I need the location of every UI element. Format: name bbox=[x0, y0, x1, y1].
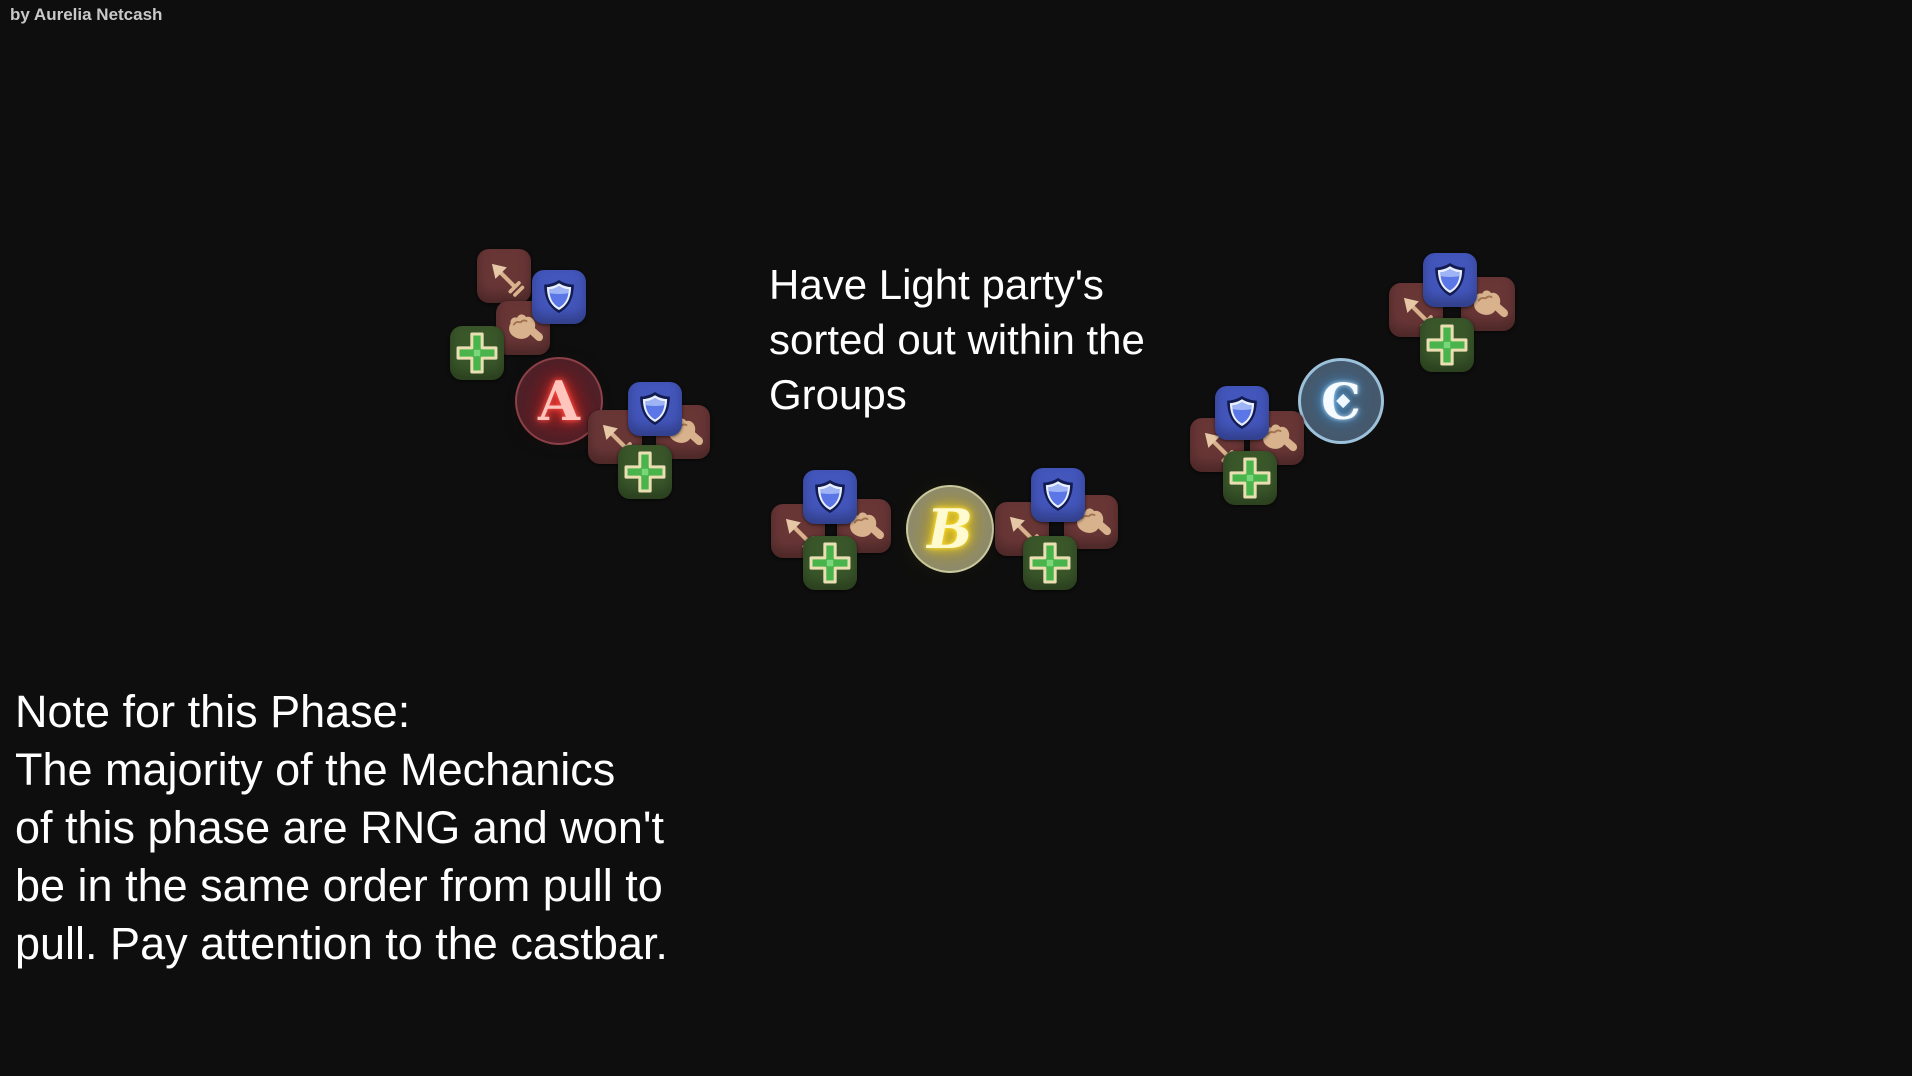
tank-icon bbox=[803, 470, 857, 524]
fist-glyph bbox=[850, 512, 885, 540]
cross-glyph bbox=[809, 542, 851, 584]
cross-glyph bbox=[624, 451, 666, 493]
phase-note-line: Note for this Phase: bbox=[15, 686, 411, 737]
waymark-letter: A bbox=[538, 369, 580, 433]
waymark-letter: B bbox=[927, 497, 973, 561]
shield-glyph bbox=[815, 479, 845, 513]
phase-note-line: be in the same order from pull to bbox=[15, 860, 663, 911]
tank-icon bbox=[1215, 386, 1269, 440]
shield-glyph bbox=[1043, 477, 1073, 511]
arrow-glyph bbox=[491, 263, 525, 297]
fist-glyph bbox=[1077, 508, 1112, 536]
light-party-note-line: sorted out within the bbox=[769, 316, 1145, 363]
ranged-dps-icon bbox=[477, 249, 531, 303]
light-party-note-line: Have Light party's bbox=[769, 261, 1104, 308]
healer-icon bbox=[803, 536, 857, 590]
shield-glyph bbox=[1435, 262, 1465, 296]
healer-icon bbox=[1223, 451, 1277, 505]
light-party-note: Have Light party's sorted out within the… bbox=[769, 257, 1145, 422]
credit-text: by Aurelia Netcash bbox=[10, 5, 163, 24]
shield-glyph bbox=[640, 391, 670, 425]
cross-glyph bbox=[1229, 457, 1271, 499]
healer-icon bbox=[1420, 318, 1474, 372]
healer-icon bbox=[618, 445, 672, 499]
shield-glyph bbox=[544, 279, 574, 313]
waymark-c: C bbox=[1298, 358, 1384, 444]
tank-icon bbox=[532, 270, 586, 324]
shield-glyph bbox=[1227, 395, 1257, 429]
cross-glyph bbox=[1426, 324, 1468, 366]
tank-icon bbox=[1031, 468, 1085, 522]
phase-note-line: pull. Pay attention to the castbar. bbox=[15, 918, 668, 969]
healer-icon bbox=[450, 326, 504, 380]
phase-note: Note for this Phase: The majority of the… bbox=[15, 683, 668, 973]
cross-glyph bbox=[456, 332, 498, 374]
healer-icon bbox=[1023, 536, 1077, 590]
phase-note-line: of this phase are RNG and won't bbox=[15, 802, 664, 853]
waymark-b: B bbox=[906, 485, 994, 573]
waymark-a: A bbox=[515, 357, 603, 445]
fist-glyph bbox=[1474, 290, 1509, 318]
tank-icon bbox=[1423, 253, 1477, 307]
phase-note-line: The majority of the Mechanics bbox=[15, 744, 616, 795]
light-party-note-line: Groups bbox=[769, 371, 907, 418]
fist-glyph bbox=[1263, 424, 1298, 452]
tank-icon bbox=[628, 382, 682, 436]
fist-glyph bbox=[509, 314, 544, 342]
cross-glyph bbox=[1029, 542, 1071, 584]
